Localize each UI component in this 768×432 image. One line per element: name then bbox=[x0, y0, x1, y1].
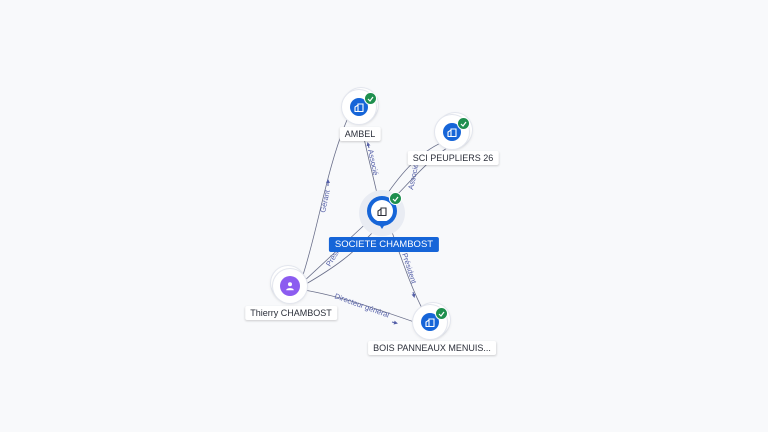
node-label-thierry-chambost: Thierry CHAMBOST bbox=[245, 306, 337, 320]
edge-thierry-societe-2 bbox=[305, 225, 379, 285]
active-check-icon bbox=[389, 192, 402, 205]
node-label-bois-panneaux: BOIS PANNEAUX MENUIS... bbox=[368, 341, 496, 355]
edge-label-gerant: Gérant bbox=[318, 188, 332, 213]
person-icon bbox=[280, 276, 300, 296]
arrow-marker bbox=[411, 291, 416, 298]
edge-thierry-bois[interactable] bbox=[303, 289, 421, 325]
edge-label-associe-ambel: Associé bbox=[366, 149, 380, 177]
building-icon bbox=[443, 123, 461, 141]
node-ambel[interactable] bbox=[342, 88, 382, 130]
node-thierry-chambost[interactable] bbox=[271, 266, 313, 309]
edge-label-president-bois: Président bbox=[400, 252, 419, 286]
node-bois-panneaux[interactable] bbox=[413, 303, 453, 345]
active-check-icon bbox=[364, 92, 377, 105]
edge-label-directeur: Directeur général bbox=[333, 291, 390, 319]
node-societe-chambost[interactable] bbox=[359, 190, 407, 238]
pin-tip bbox=[377, 221, 387, 229]
node-label-societe-chambost: SOCIETE CHAMBOST bbox=[328, 237, 440, 252]
building-icon bbox=[421, 313, 439, 331]
node-label-ambel: AMBEL bbox=[339, 127, 381, 141]
active-check-icon bbox=[457, 117, 470, 130]
node-sci-peupliers[interactable] bbox=[435, 113, 475, 155]
building-icon bbox=[377, 206, 387, 216]
node-label-sci-peupliers: SCI PEUPLIERS 26 bbox=[407, 151, 499, 165]
active-check-icon bbox=[435, 307, 448, 320]
arrow-marker bbox=[366, 142, 371, 149]
arrow-marker bbox=[391, 320, 398, 325]
map-pin-marker bbox=[367, 196, 397, 226]
building-icon bbox=[350, 98, 368, 116]
